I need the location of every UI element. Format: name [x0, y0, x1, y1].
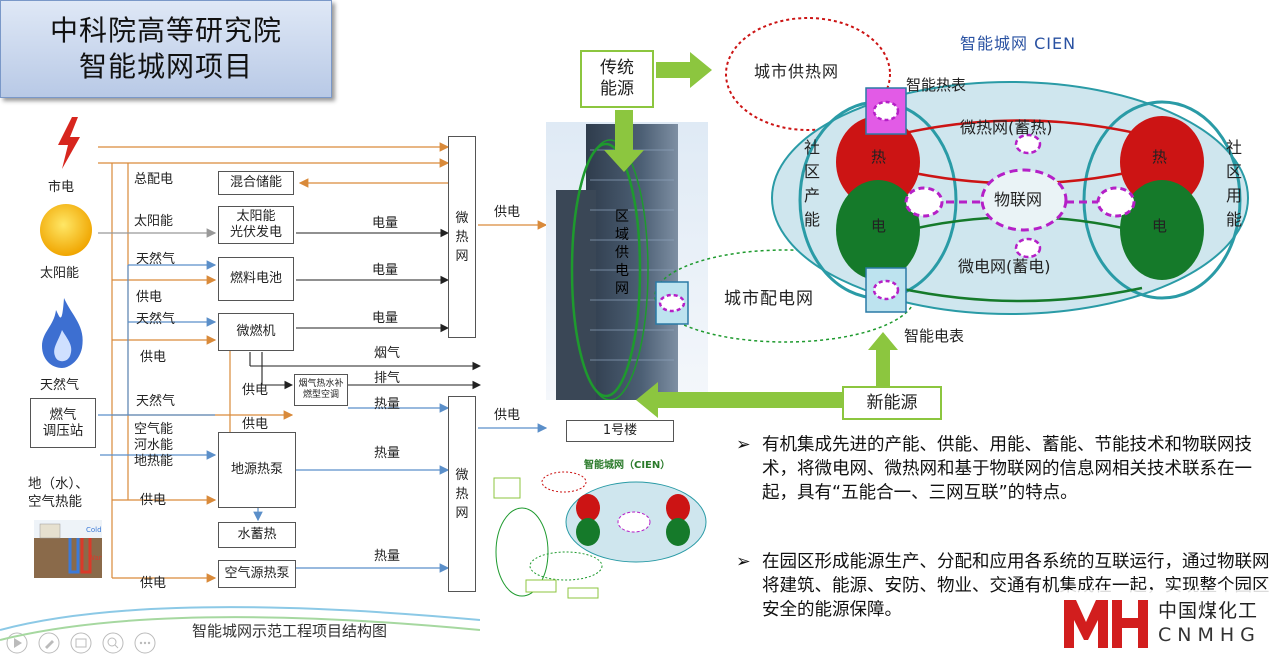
building-label-box: 1号楼	[566, 420, 674, 442]
small-cien-diagram	[493, 471, 707, 599]
label-supply-4: 供电	[242, 417, 269, 432]
regulator-station: 燃气 调压站	[30, 398, 96, 448]
water-storage-box: 水蓄热	[218, 522, 296, 548]
right-heat-label: 热	[1152, 148, 1168, 166]
label-elec-3: 电量	[372, 311, 399, 326]
absorption-chiller-box: 烟气热水补 燃型空调	[294, 374, 348, 406]
ground-source-icon: Cold Warm	[34, 520, 102, 578]
fuel-cell-box: 燃料电池	[218, 257, 294, 301]
label-supply-5: 供电	[140, 493, 167, 508]
label-supply-2: 供电	[140, 350, 167, 365]
label-supply-out-1: 供电	[494, 205, 521, 220]
play-icon[interactable]	[6, 632, 28, 654]
slide-toolbar	[6, 632, 156, 654]
ground-air-heat-label: 地（水）、 空气热能	[28, 476, 89, 510]
lightning-icon	[58, 117, 80, 169]
label-heat-2: 热量	[374, 446, 401, 461]
more-icon[interactable]	[134, 632, 156, 654]
air-heat-pump-box: 空气源热泵	[218, 560, 296, 588]
building-image	[546, 122, 708, 400]
energy-flow-arrows	[604, 52, 898, 418]
district-grid-label: 区 域 供 电 网	[615, 209, 629, 297]
label-exhaust: 排气	[374, 371, 401, 386]
watermark-en: CNMHG	[1158, 624, 1261, 646]
zoom-icon[interactable]	[102, 632, 124, 654]
community-consumption-label: 社 区 用 能	[1226, 138, 1243, 229]
diagram-caption: 智能城网示范工程项目结构图	[192, 622, 388, 640]
new-energy-box: 新能源	[842, 386, 942, 420]
gas-label: 天然气	[40, 378, 80, 393]
left-diagram-connectors	[98, 142, 548, 583]
city-heat-network-label: 城市供热网	[754, 62, 840, 81]
smart-heat-meter-label: 智能热表	[906, 76, 967, 94]
title-line-1: 中科院高等研究院	[49, 14, 282, 47]
right-power-label: 电	[1152, 217, 1168, 235]
slides-icon[interactable]	[70, 632, 92, 654]
title-box: 中科院高等研究院 智能城网项目	[0, 0, 332, 98]
left-heat-label: 热	[871, 148, 887, 166]
warm-tag: Warm	[88, 554, 102, 562]
hybrid-storage-box: 混合储能	[218, 171, 294, 195]
micro-heat-network-label: 微热网(蓄热)	[960, 118, 1053, 137]
watermark-cn: 中国煤化工	[1158, 600, 1259, 622]
iot-label: 物联网	[994, 190, 1043, 209]
label-gas-2: 天然气	[136, 312, 176, 327]
watermark-logo-icon	[1064, 600, 1148, 648]
watermark: 中国煤化工 CNMHG	[1060, 590, 1272, 652]
bullet-marker-icon: ➢	[736, 552, 751, 572]
city-power-network-label: 城市配电网	[724, 289, 814, 309]
smart-power-meter-label: 智能电表	[904, 327, 965, 345]
micro-network-top: 微 热 网	[448, 136, 476, 338]
label-supply-1: 供电	[136, 290, 163, 305]
label-elec-1: 电量	[372, 216, 399, 231]
label-supply-3: 供电	[242, 383, 269, 398]
label-solar-energy: 太阳能	[134, 214, 174, 229]
bullet-1-text: 有机集成先进的产能、供能、用能、蓄能、节能技术和物联网技术，将微电网、微热网和基…	[762, 435, 1252, 503]
cold-tag: Cold	[86, 526, 102, 534]
label-flue: 烟气	[374, 346, 401, 361]
bullet-1: ➢ 有机集成先进的产能、供能、用能、蓄能、节能技术和物联网技术，将微电网、微热网…	[736, 433, 1272, 505]
left-power-label: 电	[871, 217, 887, 235]
community-production-label: 社 区 产 能	[804, 138, 821, 229]
label-supply-6: 供电	[140, 576, 167, 591]
micro-network-bottom: 微 热 网	[448, 396, 476, 592]
label-heat-1: 热量	[374, 397, 401, 412]
solar-label: 太阳能	[40, 266, 80, 281]
pen-icon[interactable]	[38, 632, 60, 654]
label-gas-3: 天然气	[136, 394, 176, 409]
label-gas-1: 天然气	[136, 252, 176, 267]
decorative-swoosh	[0, 606, 480, 641]
label-heat-3: 热量	[374, 549, 401, 564]
label-supply-out-2: 供电	[494, 408, 521, 423]
sun-icon	[40, 204, 92, 256]
bullet-marker-icon: ➢	[736, 435, 751, 455]
label-main-power: 总配电	[134, 172, 174, 187]
pv-box: 太阳能 光伏发电	[218, 206, 294, 244]
flame-icon	[42, 298, 83, 368]
label-ambient: 空气能 河水能 地热能	[134, 422, 174, 469]
cien-title: 智能城网 CIEN	[960, 34, 1077, 53]
micro-power-network-label: 微电网(蓄电)	[958, 257, 1051, 276]
grid-label: 市电	[48, 180, 75, 195]
ground-heat-pump-box: 地源热泵	[218, 432, 296, 508]
traditional-energy-box: 传统 能源	[580, 50, 654, 108]
label-elec-2: 电量	[372, 263, 399, 278]
small-cien-title: 智能城网（CIEN）	[584, 460, 671, 471]
cien-diagram	[771, 81, 1249, 315]
title-line-2: 智能城网项目	[78, 50, 253, 83]
micro-turbine-box: 微燃机	[218, 313, 294, 351]
